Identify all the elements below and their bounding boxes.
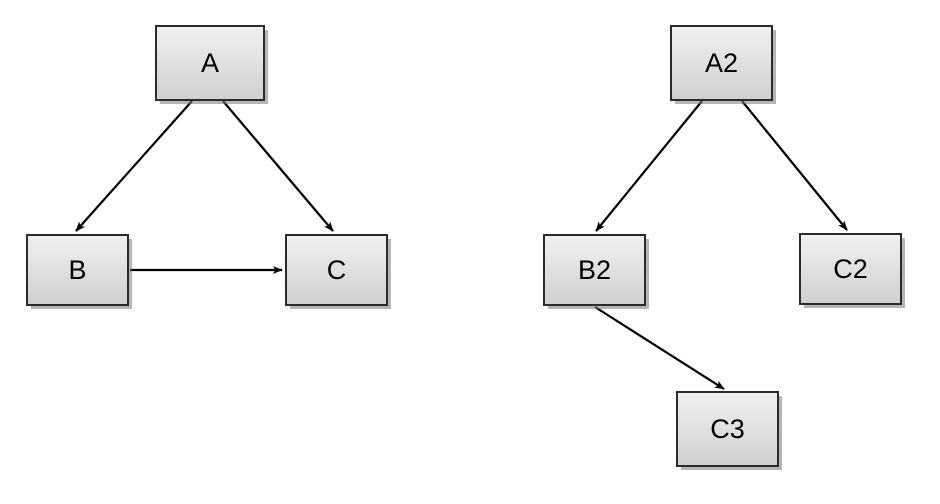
- edge-b2-to-c3: [594, 306, 725, 390]
- node-b2[interactable]: B2: [543, 234, 646, 306]
- node-a[interactable]: A: [155, 25, 265, 101]
- node-label-b2: B2: [577, 254, 612, 285]
- node-label-b: B: [68, 254, 87, 285]
- node-c3[interactable]: C3: [676, 391, 779, 467]
- edges-group: [75, 100, 848, 390]
- node-label-c2: C2: [833, 253, 868, 284]
- node-label-a2: A2: [704, 47, 739, 78]
- node-a2[interactable]: A2: [670, 25, 773, 101]
- edge-a2-to-c2: [741, 100, 848, 231]
- node-c[interactable]: C: [285, 234, 388, 306]
- edge-a-to-b: [75, 100, 193, 232]
- node-label-c: C: [326, 254, 347, 285]
- node-label-c3: C3: [710, 413, 745, 444]
- node-c2[interactable]: C2: [799, 233, 902, 305]
- node-b[interactable]: B: [26, 234, 129, 306]
- edge-a-to-c: [222, 100, 334, 232]
- node-label-a: A: [200, 47, 219, 78]
- edge-a2-to-b2: [595, 100, 703, 232]
